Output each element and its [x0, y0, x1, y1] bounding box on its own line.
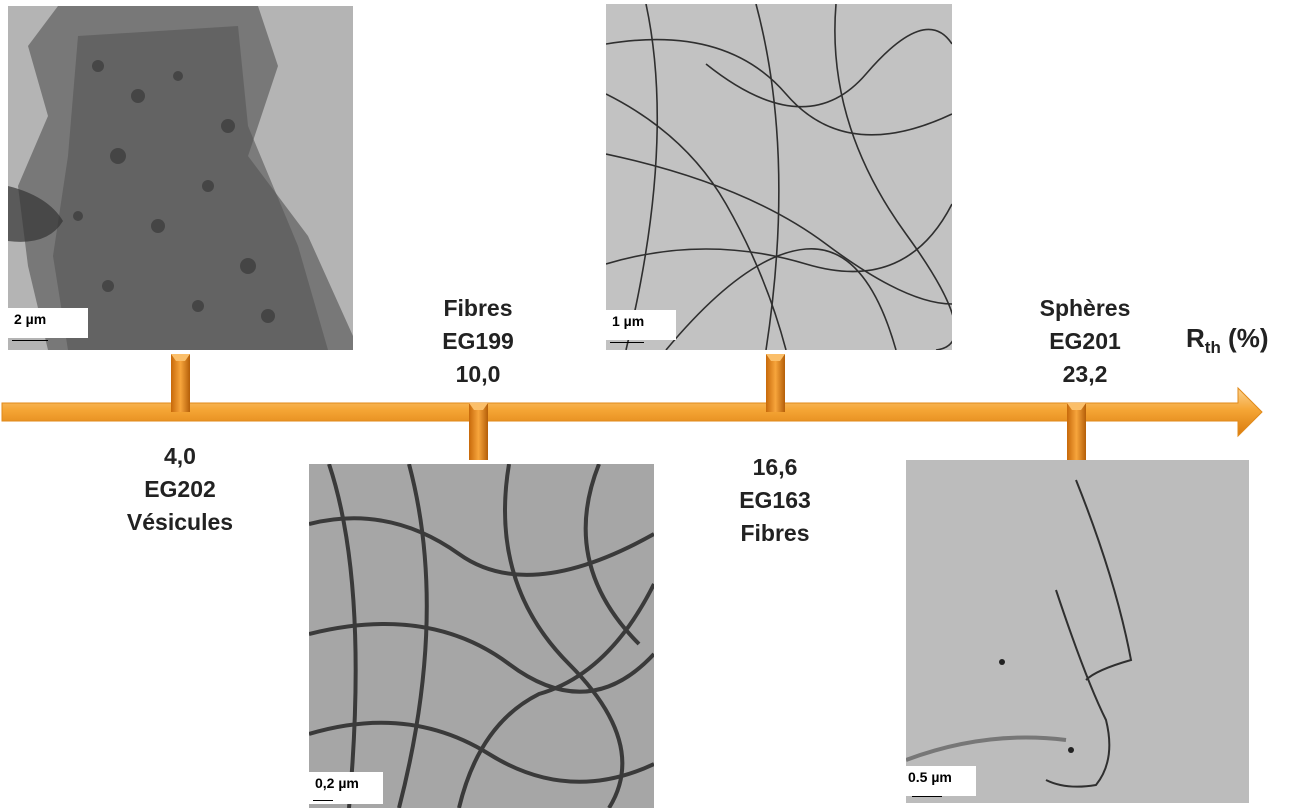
label-morphology: Vésicules — [126, 509, 234, 535]
label-value: 23,2 — [1062, 361, 1108, 387]
label-morphology: Sphères — [1039, 295, 1131, 321]
scale-box: 1 µm — [606, 310, 676, 340]
tem-image-eg202: 2 µm — [8, 6, 353, 350]
scale-box: 0,2 µm — [309, 772, 383, 804]
tick-10-0 — [469, 403, 488, 460]
tick-16-6 — [766, 354, 785, 412]
scale-label: 0,2 µm — [315, 775, 359, 791]
label-value: 16,6 — [752, 454, 798, 480]
label-eg202: 4,0 EG202 Vésicules — [100, 440, 260, 539]
tick-4-0 — [171, 354, 190, 412]
scale-bar — [912, 796, 942, 797]
label-value: 4,0 — [164, 443, 196, 469]
label-eg201: Sphères EG201 23,2 — [1005, 292, 1165, 391]
label-code: EG201 — [1049, 328, 1121, 354]
label-eg163: 16,6 EG163 Fibres — [695, 451, 855, 550]
tick-23-2 — [1067, 403, 1086, 460]
scale-bar — [12, 340, 48, 341]
scale-bar — [313, 800, 333, 801]
label-morphology: Fibres — [740, 520, 810, 546]
scale-label: 0.5 µm — [908, 769, 952, 785]
axis-label-sub: th — [1204, 338, 1221, 358]
tem-image-eg163: 1 µm — [606, 4, 952, 350]
axis-label-main: R — [1186, 323, 1205, 353]
axis-label-unit: (%) — [1220, 323, 1269, 353]
tem-image-eg199: 0,2 µm — [309, 464, 654, 808]
label-morphology: Fibres — [443, 295, 513, 321]
scale-label: 1 µm — [612, 313, 645, 329]
scale-box: 2 µm — [8, 308, 88, 338]
label-code: EG163 — [739, 487, 811, 513]
label-code: EG202 — [144, 476, 216, 502]
scale-box: 0.5 µm — [906, 766, 976, 796]
scale-bar — [610, 342, 644, 343]
axis-label: Rth (%) — [1186, 323, 1269, 358]
label-value: 10,0 — [455, 361, 501, 387]
label-eg199: Fibres EG199 10,0 — [398, 292, 558, 391]
tem-image-eg201: 0.5 µm — [906, 460, 1249, 803]
axis-shaft — [1, 386, 1263, 438]
label-code: EG199 — [442, 328, 514, 354]
scale-label: 2 µm — [14, 311, 47, 327]
